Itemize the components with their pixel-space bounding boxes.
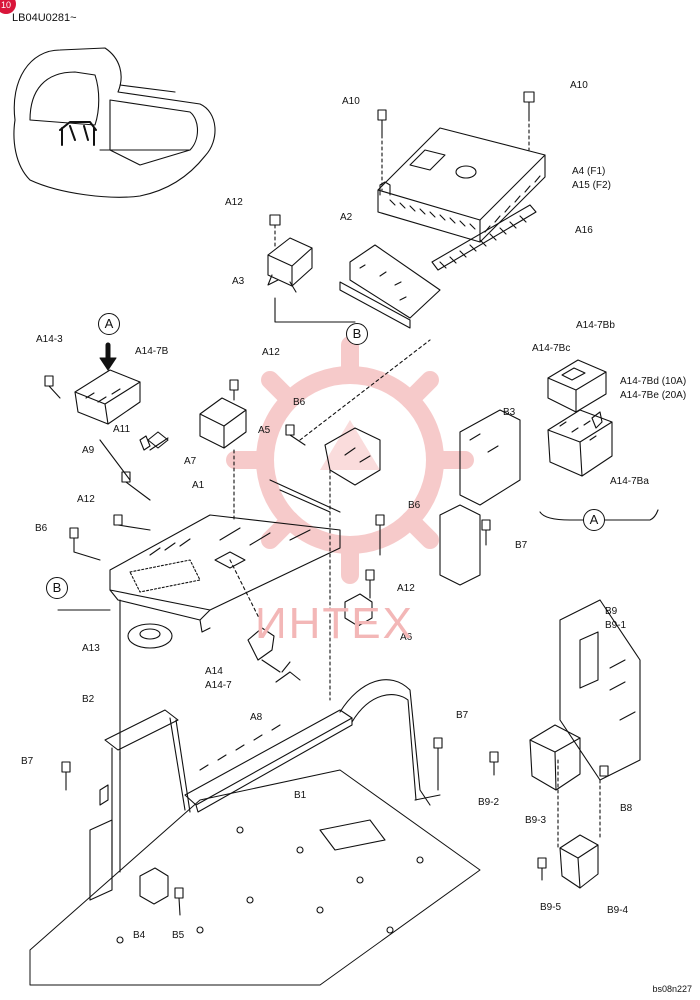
callout-a12-left: A12 [77,494,95,505]
callout-a8: A8 [250,712,263,723]
callout-b9-4: B9-4 [607,905,629,916]
callout-a12-low: A12 [397,583,415,594]
callout-b2: B2 [82,694,95,705]
fuse-cover-a14-7bc [547,359,607,413]
callout-a14-3: A14-3 [36,334,63,345]
callout-b3: B3 [503,407,516,418]
view-marker-a-detail: A [583,509,605,531]
callout-a6: A6 [400,632,413,643]
callout-a10-left: A10 [342,96,360,107]
callout-a10-right: A10 [570,80,588,91]
relay-b9-3 [529,724,581,791]
callout-a15: A15 (F2) [572,180,611,191]
model-code: LB04U0281~ [12,12,77,24]
callout-a14-7bb: A14-7Bb [576,320,615,331]
callout-a1: A1 [192,480,205,491]
view-marker-b-left: B [46,577,68,599]
callout-a3: A3 [232,276,245,287]
callout-a14: A14 [205,666,223,677]
page-badge: 10 [0,0,16,14]
relay-b9-4 [559,834,599,889]
bolt-a10-left [377,109,387,191]
view-marker-b-top: B [346,323,368,345]
relay-a5 [199,397,247,449]
callout-a14-7b: A14-7B [135,346,169,357]
bracket-a2 [339,244,441,329]
callout-a2: A2 [340,212,353,223]
harness-a16 [431,204,537,271]
callout-a14-7: A14-7 [205,680,232,691]
callout-b9-1: B9-1 [605,620,627,631]
bolt-a10-right [523,91,535,151]
bracket-b3 [439,409,521,586]
callout-b6-left: B6 [35,523,48,534]
callout-a9: A9 [82,445,95,456]
frame-b2 [89,709,191,901]
callout-a12-mid: A12 [262,347,280,358]
frame-b1 [184,679,441,813]
callout-a5: A5 [258,425,271,436]
callout-b6-top: B6 [293,397,306,408]
callout-b7-right: B7 [515,540,528,551]
main-plate-a1 [109,479,341,633]
callout-a4: A4 (F1) [572,166,606,177]
callout-b1: B1 [294,790,307,801]
callout-b9: B9 [605,606,618,617]
callout-a12-top: A12 [225,197,243,208]
callout-a13: A13 [82,643,100,654]
watermark-gear [226,336,474,584]
callout-a11: A11 [113,424,131,435]
callout-b7-mid: B7 [456,710,469,721]
callout-b6-right: B6 [408,500,421,511]
callout-a14-7be: A14-7Be (20A) [620,390,687,401]
controller-a4 [377,127,546,243]
callout-a7: A7 [184,456,197,467]
callout-b7-left: B7 [21,756,34,767]
callout-b8: B8 [620,803,633,814]
callout-b4: B4 [133,930,146,941]
floor-plate [29,769,481,986]
relay-a3 [267,237,313,293]
callout-a16: A16 [575,225,593,236]
fusebox-a14-7b [74,369,141,425]
inset-machine-view [13,47,216,198]
callout-b9-3: B9-3 [525,815,547,826]
callout-b5: B5 [172,930,185,941]
callout-b9-5: B9-5 [540,902,562,913]
callout-a14-7bc: A14-7Bc [532,343,571,354]
bolt-a14-3 [44,375,61,399]
callout-a14-7ba: A14-7Ba [610,476,649,487]
callout-b9-2: B9-2 [478,797,500,808]
watermark-text: ИНТЕХ [255,599,414,648]
fuse-holder-a14-7ba [547,409,613,477]
drawing-id: bs08n227 [652,984,692,994]
bracket-b9 [559,599,641,781]
callout-a14-7bd: A14-7Bd (10A) [620,376,687,387]
view-marker-a-top: A [98,313,120,335]
